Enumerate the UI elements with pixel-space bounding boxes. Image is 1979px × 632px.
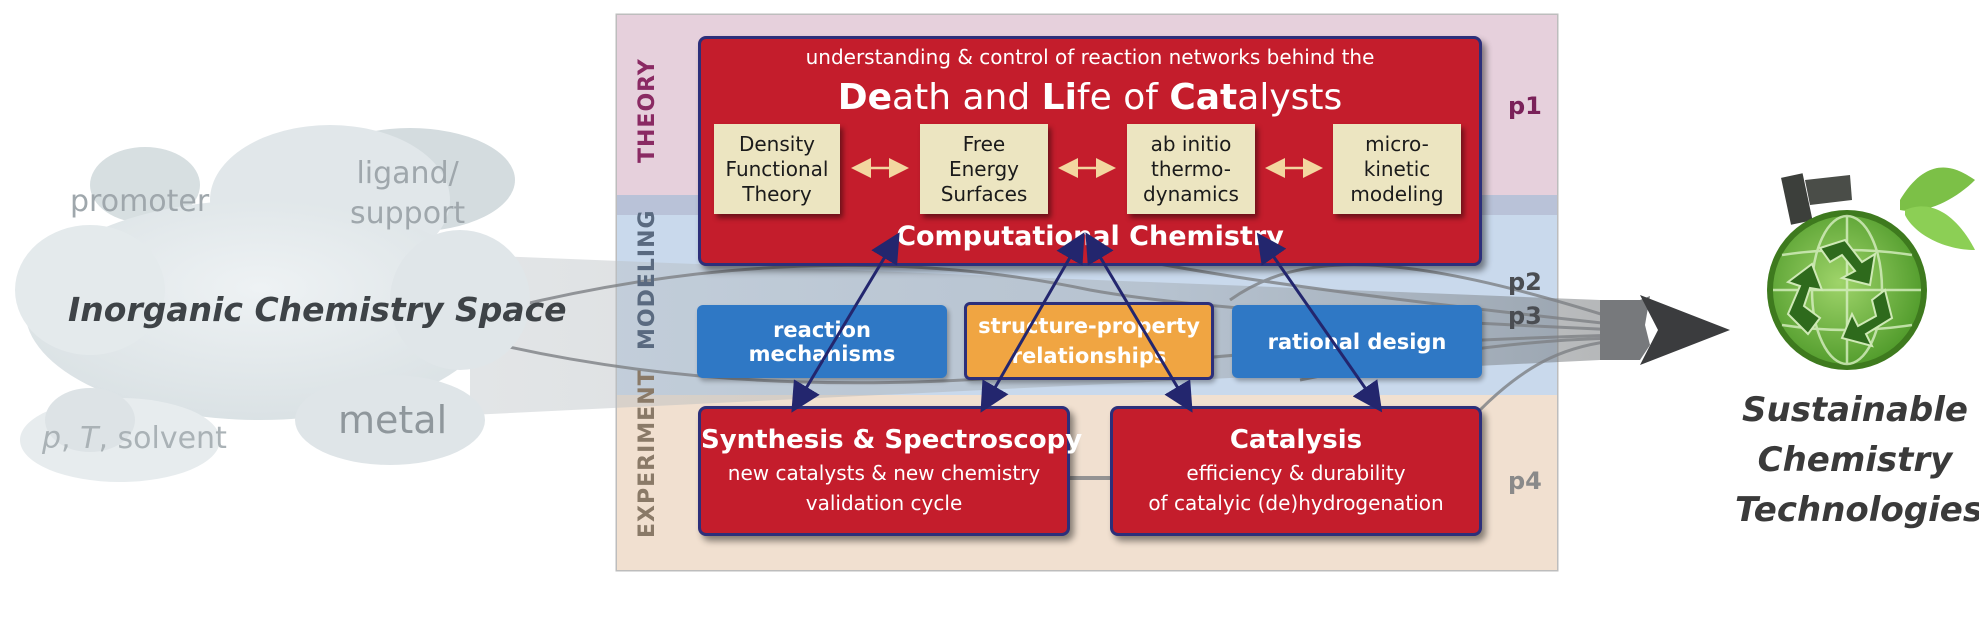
theory-subtitle: understanding & control of reaction netw… bbox=[805, 45, 1375, 69]
method-line: Theory bbox=[742, 181, 812, 206]
method-line: Energy bbox=[948, 156, 1020, 181]
method-line: Density bbox=[738, 131, 816, 156]
method-line: Functional bbox=[725, 156, 829, 181]
title-part-cat: Cat bbox=[1169, 77, 1238, 118]
method-line: thermo- bbox=[1150, 156, 1231, 181]
method-line: modeling bbox=[1350, 181, 1444, 206]
method-box-thermodynamics: ab initio thermo- dynamics bbox=[1127, 124, 1255, 214]
structure-property-line1: structure-property bbox=[978, 314, 1200, 338]
synthesis-line1: new catalysts & new chemistry bbox=[727, 461, 1041, 485]
output-title: Sustainable Chemistry Technologies bbox=[1735, 385, 1979, 535]
synthesis-line2: validation cycle bbox=[805, 491, 963, 515]
recycle-globe-icon bbox=[1767, 167, 1975, 370]
method-line: micro- bbox=[1365, 131, 1429, 156]
title-part-ath: ath and bbox=[892, 77, 1042, 118]
synthesis-spectroscopy-box: Synthesis & Spectroscopy new catalysts &… bbox=[698, 406, 1083, 536]
cloud-label-promoter: promoter bbox=[70, 184, 210, 219]
title-part-li: Li bbox=[1041, 77, 1077, 118]
page-label-p2: p2 bbox=[1508, 268, 1542, 296]
method-line: Free bbox=[962, 131, 1006, 156]
cloud-label-solvent: , solvent bbox=[98, 421, 227, 456]
cloud-label-t: T bbox=[80, 421, 99, 456]
structure-property-line2: relationships bbox=[1011, 344, 1167, 368]
catalysis-box: Catalysis efficiency & durability of cat… bbox=[1110, 406, 1482, 536]
cloud-label-p: p bbox=[42, 421, 62, 456]
method-line: ab initio bbox=[1150, 131, 1232, 156]
catalysis-line2: of catalyic (de)hydrogenation bbox=[1148, 491, 1444, 515]
arrow-shaft bbox=[1600, 296, 1650, 360]
method-line: dynamics bbox=[1143, 181, 1239, 206]
band-label-modeling: MODELING bbox=[635, 209, 660, 350]
output-line1: Sustainable bbox=[1742, 390, 1968, 430]
synthesis-title: Synthesis & Spectroscopy bbox=[701, 425, 1083, 455]
catalysis-title: Catalysis bbox=[1229, 425, 1363, 455]
cloud-label-conditions: p, T, solvent bbox=[42, 421, 227, 456]
cloud-label-ligand-support: ligand/ support bbox=[350, 154, 465, 234]
title-part-alysts: alysts bbox=[1237, 77, 1343, 118]
method-box-free-energy: Free Energy Surfaces bbox=[920, 124, 1048, 214]
rational-design-box: rational design bbox=[1232, 305, 1482, 378]
method-box-microkinetic: micro- kinetic modeling bbox=[1333, 124, 1461, 214]
title-part-fe: fe of bbox=[1076, 77, 1170, 118]
big-right-arrow-icon bbox=[1640, 295, 1730, 365]
reaction-mechanisms-box: reaction mechanisms bbox=[697, 305, 947, 378]
page-label-p4: p4 bbox=[1508, 467, 1542, 495]
output-line3: Technologies bbox=[1735, 490, 1979, 530]
page-label-p3: p3 bbox=[1508, 302, 1542, 330]
cloud-label-metal: metal bbox=[338, 398, 448, 442]
cloud-label-support: support bbox=[350, 196, 466, 231]
catalysis-line1: efficiency & durability bbox=[1186, 461, 1406, 485]
band-label-experiment: EXPERIMENT bbox=[635, 369, 660, 538]
cloud-label-ligand: ligand/ bbox=[356, 156, 459, 191]
method-line: kinetic bbox=[1363, 156, 1431, 181]
method-box-dft: Density Functional Theory bbox=[714, 124, 840, 214]
theory-footer: Computational Chemistry bbox=[896, 221, 1284, 252]
page-label-p1: p1 bbox=[1508, 92, 1542, 120]
output-line2: Chemistry bbox=[1757, 440, 1953, 480]
cloud-main-label: Inorganic Chemistry Space bbox=[68, 290, 567, 329]
cloud-label-sep: , bbox=[61, 421, 81, 456]
structure-property-box: structure-property relationships bbox=[964, 302, 1214, 380]
band-label-theory: THEORY bbox=[635, 58, 660, 163]
method-line: Surfaces bbox=[940, 181, 1028, 206]
inorganic-cloud bbox=[15, 125, 530, 482]
theory-title: Death and Life of Catalysts bbox=[701, 77, 1479, 118]
title-part-de: De bbox=[837, 77, 893, 118]
